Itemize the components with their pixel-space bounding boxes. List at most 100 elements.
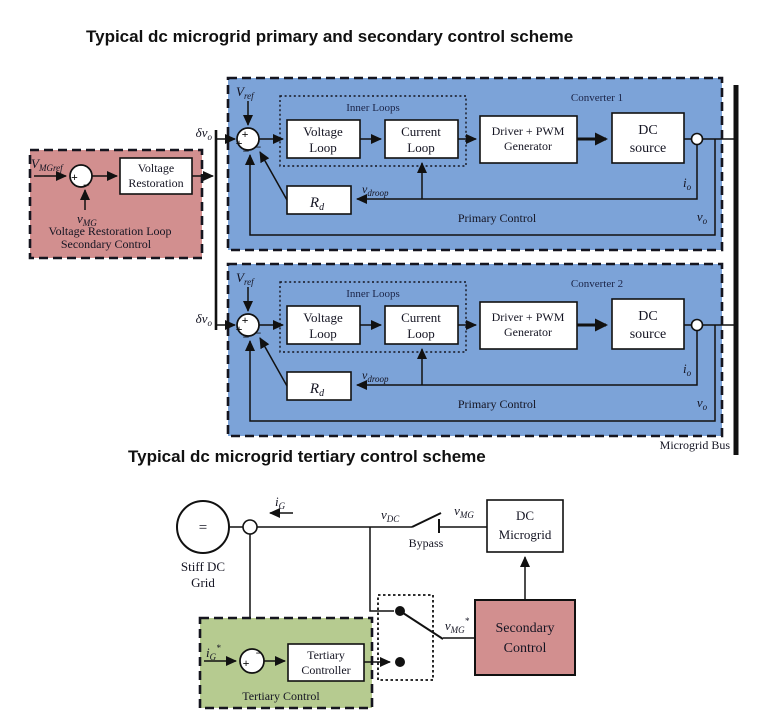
bypass-switch-blade [411, 512, 442, 528]
plus-sign-left-2: + [236, 322, 243, 336]
voltage-restoration-line1: Voltage [138, 161, 174, 175]
secondary-control-loop: VMGref + − vMG Voltage Restoration Volta… [28, 148, 214, 260]
secondary-minus-sign: − [83, 178, 90, 192]
io-feedback-line [356, 145, 698, 204]
selector-lower-contact [395, 657, 405, 667]
dc-source-line1: DC [638, 123, 657, 138]
current-loop-line2: Loop [407, 140, 434, 155]
minus-sign-bottom: − [243, 144, 250, 158]
converter-2-group: Converter 2 Vref δvo + + − − Inner Loops… [196, 262, 736, 438]
rd-to-junction-arrow-2 [259, 337, 288, 387]
io-label: io [683, 175, 692, 192]
output-current-sensor [690, 132, 704, 146]
vdc-tap-line [369, 527, 394, 612]
converter-2-title: Converter 2 [571, 278, 623, 290]
selector-switch-box [377, 594, 434, 681]
voltage-loop-2-line2: Loop [309, 326, 336, 341]
plus-sign-top: + [242, 127, 249, 141]
current-loop-block-2 [384, 305, 459, 345]
stiff-dc-grid-symbol: = [199, 520, 207, 536]
vo-label-2: vo [697, 395, 708, 412]
vref-label-2: Vref [236, 270, 255, 287]
dc-source-2-line2: source [630, 327, 667, 342]
ig-ref-label: iG* [206, 643, 221, 662]
tertiary-scheme-group: = Stiff DC Grid iG vDC vMG Bypass DC Mic… [176, 494, 576, 710]
rd-block [286, 185, 352, 215]
converter-1-box [226, 76, 724, 252]
output-current-sensor-2 [690, 318, 704, 332]
dc-microgrid-block [486, 499, 564, 553]
current-loop-2-line2: Loop [407, 326, 434, 341]
vdc-label: vDC [381, 507, 400, 524]
voltage-loop-line2: Loop [309, 140, 336, 155]
current-loop-line1: Current [401, 124, 441, 139]
stiff-dc-grid-label-line1: Stiff DC [181, 559, 225, 574]
secondary-block-line1: Secondary [495, 621, 554, 636]
tertiary-controller-line2: Controller [301, 663, 350, 677]
driver-2-line1: Driver + PWM [492, 310, 565, 324]
rd-label-2: Rd [309, 381, 325, 399]
inner-loops-label: Inner Loops [346, 102, 399, 114]
vmg-ref-label: vMG* [445, 616, 470, 635]
selector-blade [399, 610, 444, 640]
voltage-loop-line1: Voltage [303, 124, 343, 139]
dc-source-block [611, 112, 685, 164]
delta-vo-label: δvo [196, 125, 213, 142]
plus-sign-left: + [236, 136, 243, 150]
converter-2-box [226, 262, 724, 438]
bypass-label: Bypass [409, 536, 444, 550]
rd-to-junction-arrow [259, 151, 288, 201]
driver-line1: Driver + PWM [492, 124, 565, 138]
tertiary-controller-line1: Tertiary [307, 648, 345, 662]
rd-block-2 [286, 371, 352, 401]
driver-pwm-block [479, 115, 578, 164]
dc-source-block-2 [611, 298, 685, 350]
voltage-restoration-loop-caption: Voltage Restoration Loop [48, 224, 171, 238]
grid-current-sensor [242, 519, 258, 535]
dc-microgrid-line2: Microgrid [499, 527, 552, 542]
vmgref-label: VMGref [31, 156, 64, 173]
dc-source-line2: source [630, 141, 667, 156]
voltage-loop-2-line1: Voltage [303, 310, 343, 325]
vo-feedback-line [245, 139, 716, 236]
rd-label: Rd [309, 195, 325, 213]
voltage-restoration-block [119, 157, 193, 195]
converter-1-title: Converter 1 [571, 92, 623, 104]
driver-2-line2: Generator [504, 325, 552, 339]
ig-label-top: iG [275, 494, 286, 511]
vo-label: vo [697, 209, 708, 226]
stiff-dc-grid-label-line2: Grid [191, 575, 215, 590]
secondary-block-line2: Control [504, 641, 547, 656]
microgrid-bus-label: Microgrid Bus [660, 438, 731, 452]
inner-loops-box-2 [279, 281, 467, 353]
delta-vo-label-2: δvo [196, 311, 213, 328]
inner-loops-box [279, 95, 467, 167]
current-loop-2-line1: Current [401, 310, 441, 325]
io-label-2: io [683, 361, 692, 378]
vref-label: Vref [236, 84, 255, 101]
io-feedback-line-2 [356, 331, 698, 390]
plus-sign-top-2: + [242, 313, 249, 327]
secondary-control-caption: Secondary Control [61, 237, 152, 251]
vo-feedback-line-2 [245, 325, 716, 422]
vmg-label: vMG [77, 211, 97, 228]
minus-sign-right: − [255, 140, 262, 154]
vdroop-label-2: vdroop [362, 368, 389, 384]
secondary-plus-sign: + [71, 170, 78, 184]
driver-pwm-block-2 [479, 301, 578, 350]
secondary-control-block-bottom [474, 599, 576, 676]
primary-secondary-title: Typical dc microgrid primary and seconda… [86, 27, 573, 46]
inner-loops-label-2: Inner Loops [346, 288, 399, 300]
tertiary-plus-sign: + [243, 656, 250, 670]
minus-sign-bottom-2: − [243, 330, 250, 344]
primary-control-caption-2: Primary Control [458, 397, 537, 411]
tertiary-minus-sign: − [256, 646, 263, 660]
tertiary-title: Typical dc microgrid tertiary control sc… [128, 447, 486, 466]
tertiary-control-caption: Tertiary Control [242, 689, 320, 703]
voltage-restoration-line2: Restoration [128, 176, 183, 190]
tertiary-controller-block [287, 643, 365, 682]
vdroop-label: vdroop [362, 182, 389, 198]
primary-control-caption: Primary Control [458, 211, 537, 225]
